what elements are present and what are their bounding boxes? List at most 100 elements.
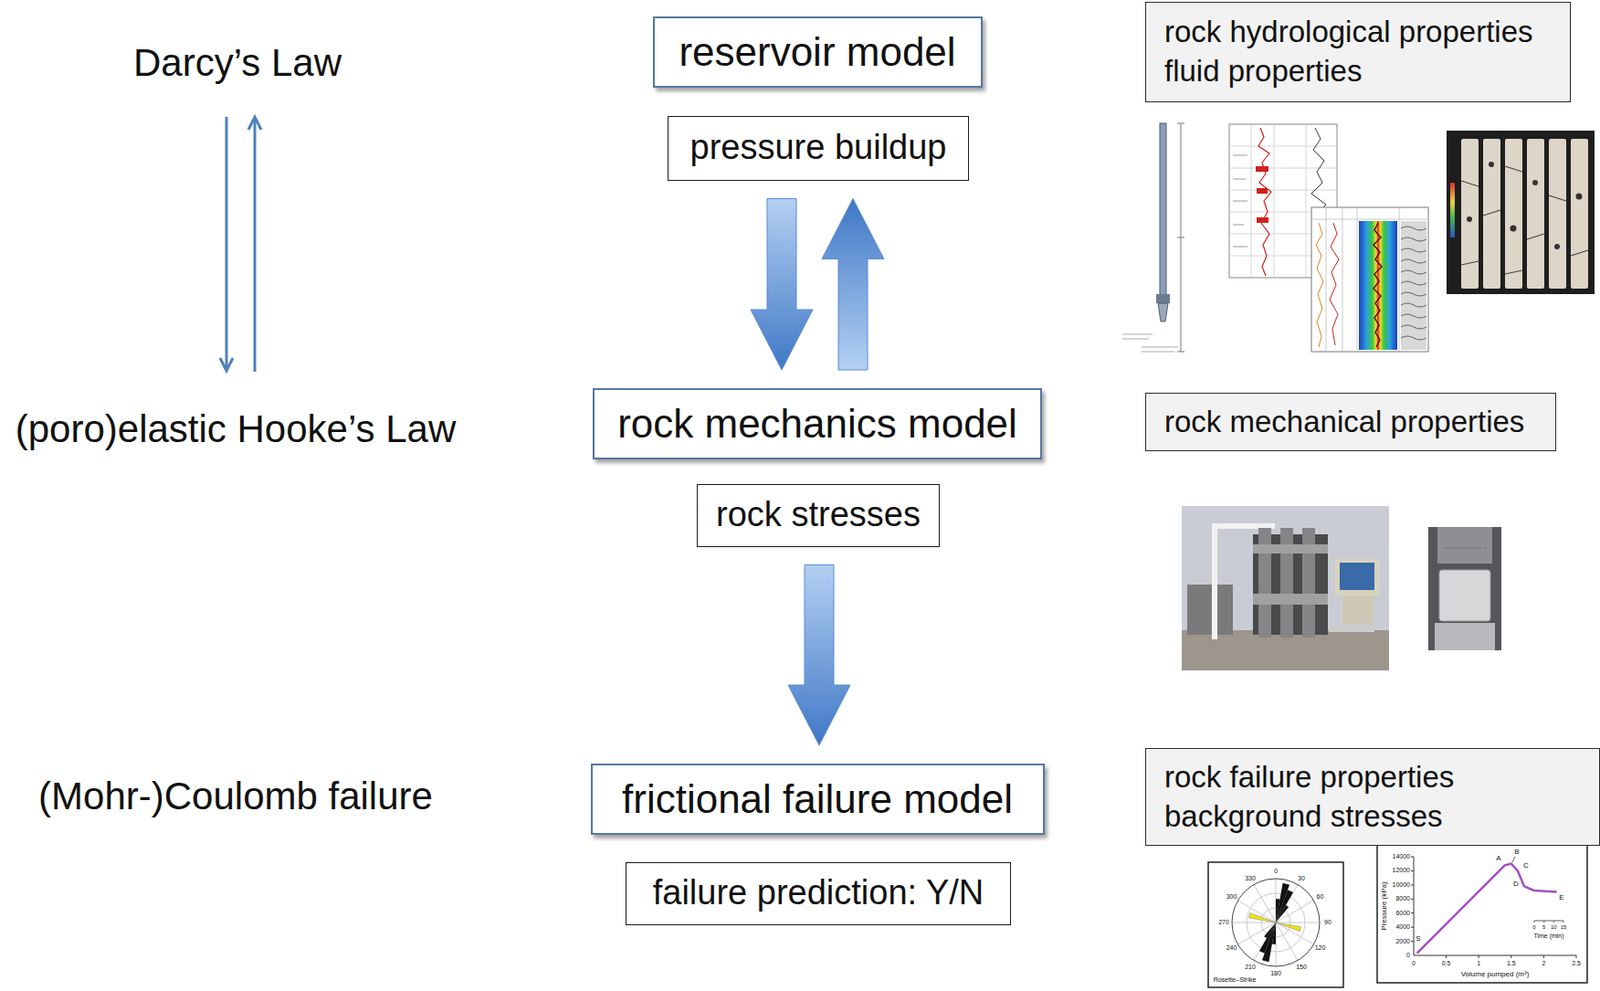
model-box: frictional failure model xyxy=(590,763,1045,835)
rose-diagram xyxy=(1275,883,1290,923)
node-text: fluid properties xyxy=(1164,52,1362,92)
well-log-chart xyxy=(1229,189,1337,191)
point-label: A xyxy=(1495,854,1501,864)
core-photo xyxy=(1548,138,1567,289)
pressure-chart xyxy=(1410,926,1414,928)
azimuth-tick: 330 xyxy=(1244,874,1256,883)
well-log-chart xyxy=(1232,224,1244,226)
well-schematic xyxy=(1141,351,1175,353)
rock-sample-photo xyxy=(1442,547,1487,549)
pressure-chart xyxy=(1377,844,1588,983)
point-label: D xyxy=(1513,880,1519,889)
rock-sample-photo xyxy=(1428,526,1502,651)
pressure-chart xyxy=(1543,920,1545,923)
property-box: rock mechanical properties xyxy=(1145,392,1557,452)
core-photo xyxy=(1532,179,1538,186)
pressure-chart xyxy=(1534,920,1564,923)
borehole-image-log xyxy=(1373,222,1382,348)
axis-tick: 14000 xyxy=(1392,852,1411,861)
pressure-chart xyxy=(1445,955,1447,958)
law-label: (Mohr-)Coulomb failure xyxy=(38,775,433,818)
well-schematic xyxy=(1122,338,1149,340)
axis-tick: 6000 xyxy=(1395,909,1411,917)
well-log-chart xyxy=(1232,246,1248,248)
axis-tick: 2.5 xyxy=(1571,959,1581,968)
borehole-image-log xyxy=(1400,314,1427,318)
well-schematic xyxy=(1122,334,1153,336)
chart-title: Rosette--Strike xyxy=(1213,976,1257,984)
axis-tick: 1.5 xyxy=(1506,959,1516,968)
axis-tick: 12000 xyxy=(1392,867,1411,875)
core-photo xyxy=(1488,161,1495,168)
node-text: failure prediction: Y/N xyxy=(652,872,985,915)
pressure-chart xyxy=(1410,870,1414,872)
law-link-arrows xyxy=(220,357,233,371)
axis-tick: 1 xyxy=(1476,959,1481,968)
azimuth-tick: 30 xyxy=(1297,874,1306,883)
rose-diagram xyxy=(1275,905,1289,923)
well-log-chart xyxy=(1256,188,1268,194)
pressure-chart xyxy=(1534,920,1564,922)
point-label: S xyxy=(1415,935,1421,944)
borehole-image-log xyxy=(1311,219,1429,221)
node-text: background stresses xyxy=(1164,797,1443,837)
pressure-chart xyxy=(1543,955,1545,958)
borehole-image-log xyxy=(1311,207,1429,352)
core-photo xyxy=(1505,138,1523,289)
well-log-chart xyxy=(1273,124,1275,278)
block-arrow xyxy=(788,565,851,747)
output-box: pressure buildup xyxy=(667,115,969,181)
axis-tick: 15 xyxy=(1560,924,1568,931)
azimuth-tick: 120 xyxy=(1315,944,1327,952)
block-arrow xyxy=(750,199,813,371)
borehole-image-log xyxy=(1400,226,1427,231)
rock-sample-photo xyxy=(1434,622,1495,651)
well-log-chart xyxy=(1229,146,1337,148)
well-schematic xyxy=(1159,123,1167,297)
rose-diagram xyxy=(1275,922,1302,932)
core-photo xyxy=(1526,138,1545,289)
azimuth-tick: 240 xyxy=(1226,944,1238,952)
core-photo xyxy=(1483,138,1501,289)
axis-tick: 0 xyxy=(1406,951,1411,959)
well-log-chart xyxy=(1232,178,1246,180)
borehole-image-log xyxy=(1311,207,1429,352)
rose-diagram xyxy=(1249,913,1302,932)
axis-tick: 8000 xyxy=(1395,894,1411,903)
lab-equipment-photo xyxy=(1339,562,1375,590)
pressure-chart xyxy=(1512,856,1516,863)
axis-tick: 10000 xyxy=(1392,881,1411,889)
borehole-image-log xyxy=(1400,292,1427,296)
node-text: frictional failure model xyxy=(621,775,1013,824)
well-log-chart xyxy=(1256,217,1269,223)
axis-tick: 10 xyxy=(1550,924,1558,931)
well-log-chart xyxy=(1305,124,1307,278)
axis-tick: 0 xyxy=(1411,959,1416,968)
borehole-image-log xyxy=(1400,281,1427,285)
pressure-chart xyxy=(1417,863,1558,954)
well-schematic xyxy=(1177,123,1185,125)
core-photo xyxy=(1461,138,1479,289)
point-label: E xyxy=(1558,894,1564,903)
node-text: reservoir model xyxy=(678,28,956,77)
model-box: reservoir model xyxy=(652,16,983,88)
core-photo xyxy=(1450,182,1455,238)
lab-equipment-photo xyxy=(1252,544,1328,554)
rose-diagram xyxy=(1263,922,1276,938)
output-box: failure prediction: Y/N xyxy=(625,862,1011,926)
lab-equipment-photo xyxy=(1335,558,1379,596)
node-text: rock mechanical properties xyxy=(1164,402,1525,443)
core-photo xyxy=(1483,210,1501,216)
pressure-chart xyxy=(1410,856,1414,858)
core-photo xyxy=(1526,233,1545,240)
axis-tick: 5 xyxy=(1542,924,1546,931)
rock-sample-photo xyxy=(1428,526,1502,651)
well-schematic xyxy=(1157,303,1169,322)
borehole-image-log xyxy=(1342,207,1344,352)
lab-equipment-photo xyxy=(1187,584,1233,635)
rose-diagram xyxy=(1259,922,1276,954)
borehole-image-log xyxy=(1400,221,1427,350)
block-arrow xyxy=(821,199,885,371)
well-schematic xyxy=(1177,237,1185,239)
